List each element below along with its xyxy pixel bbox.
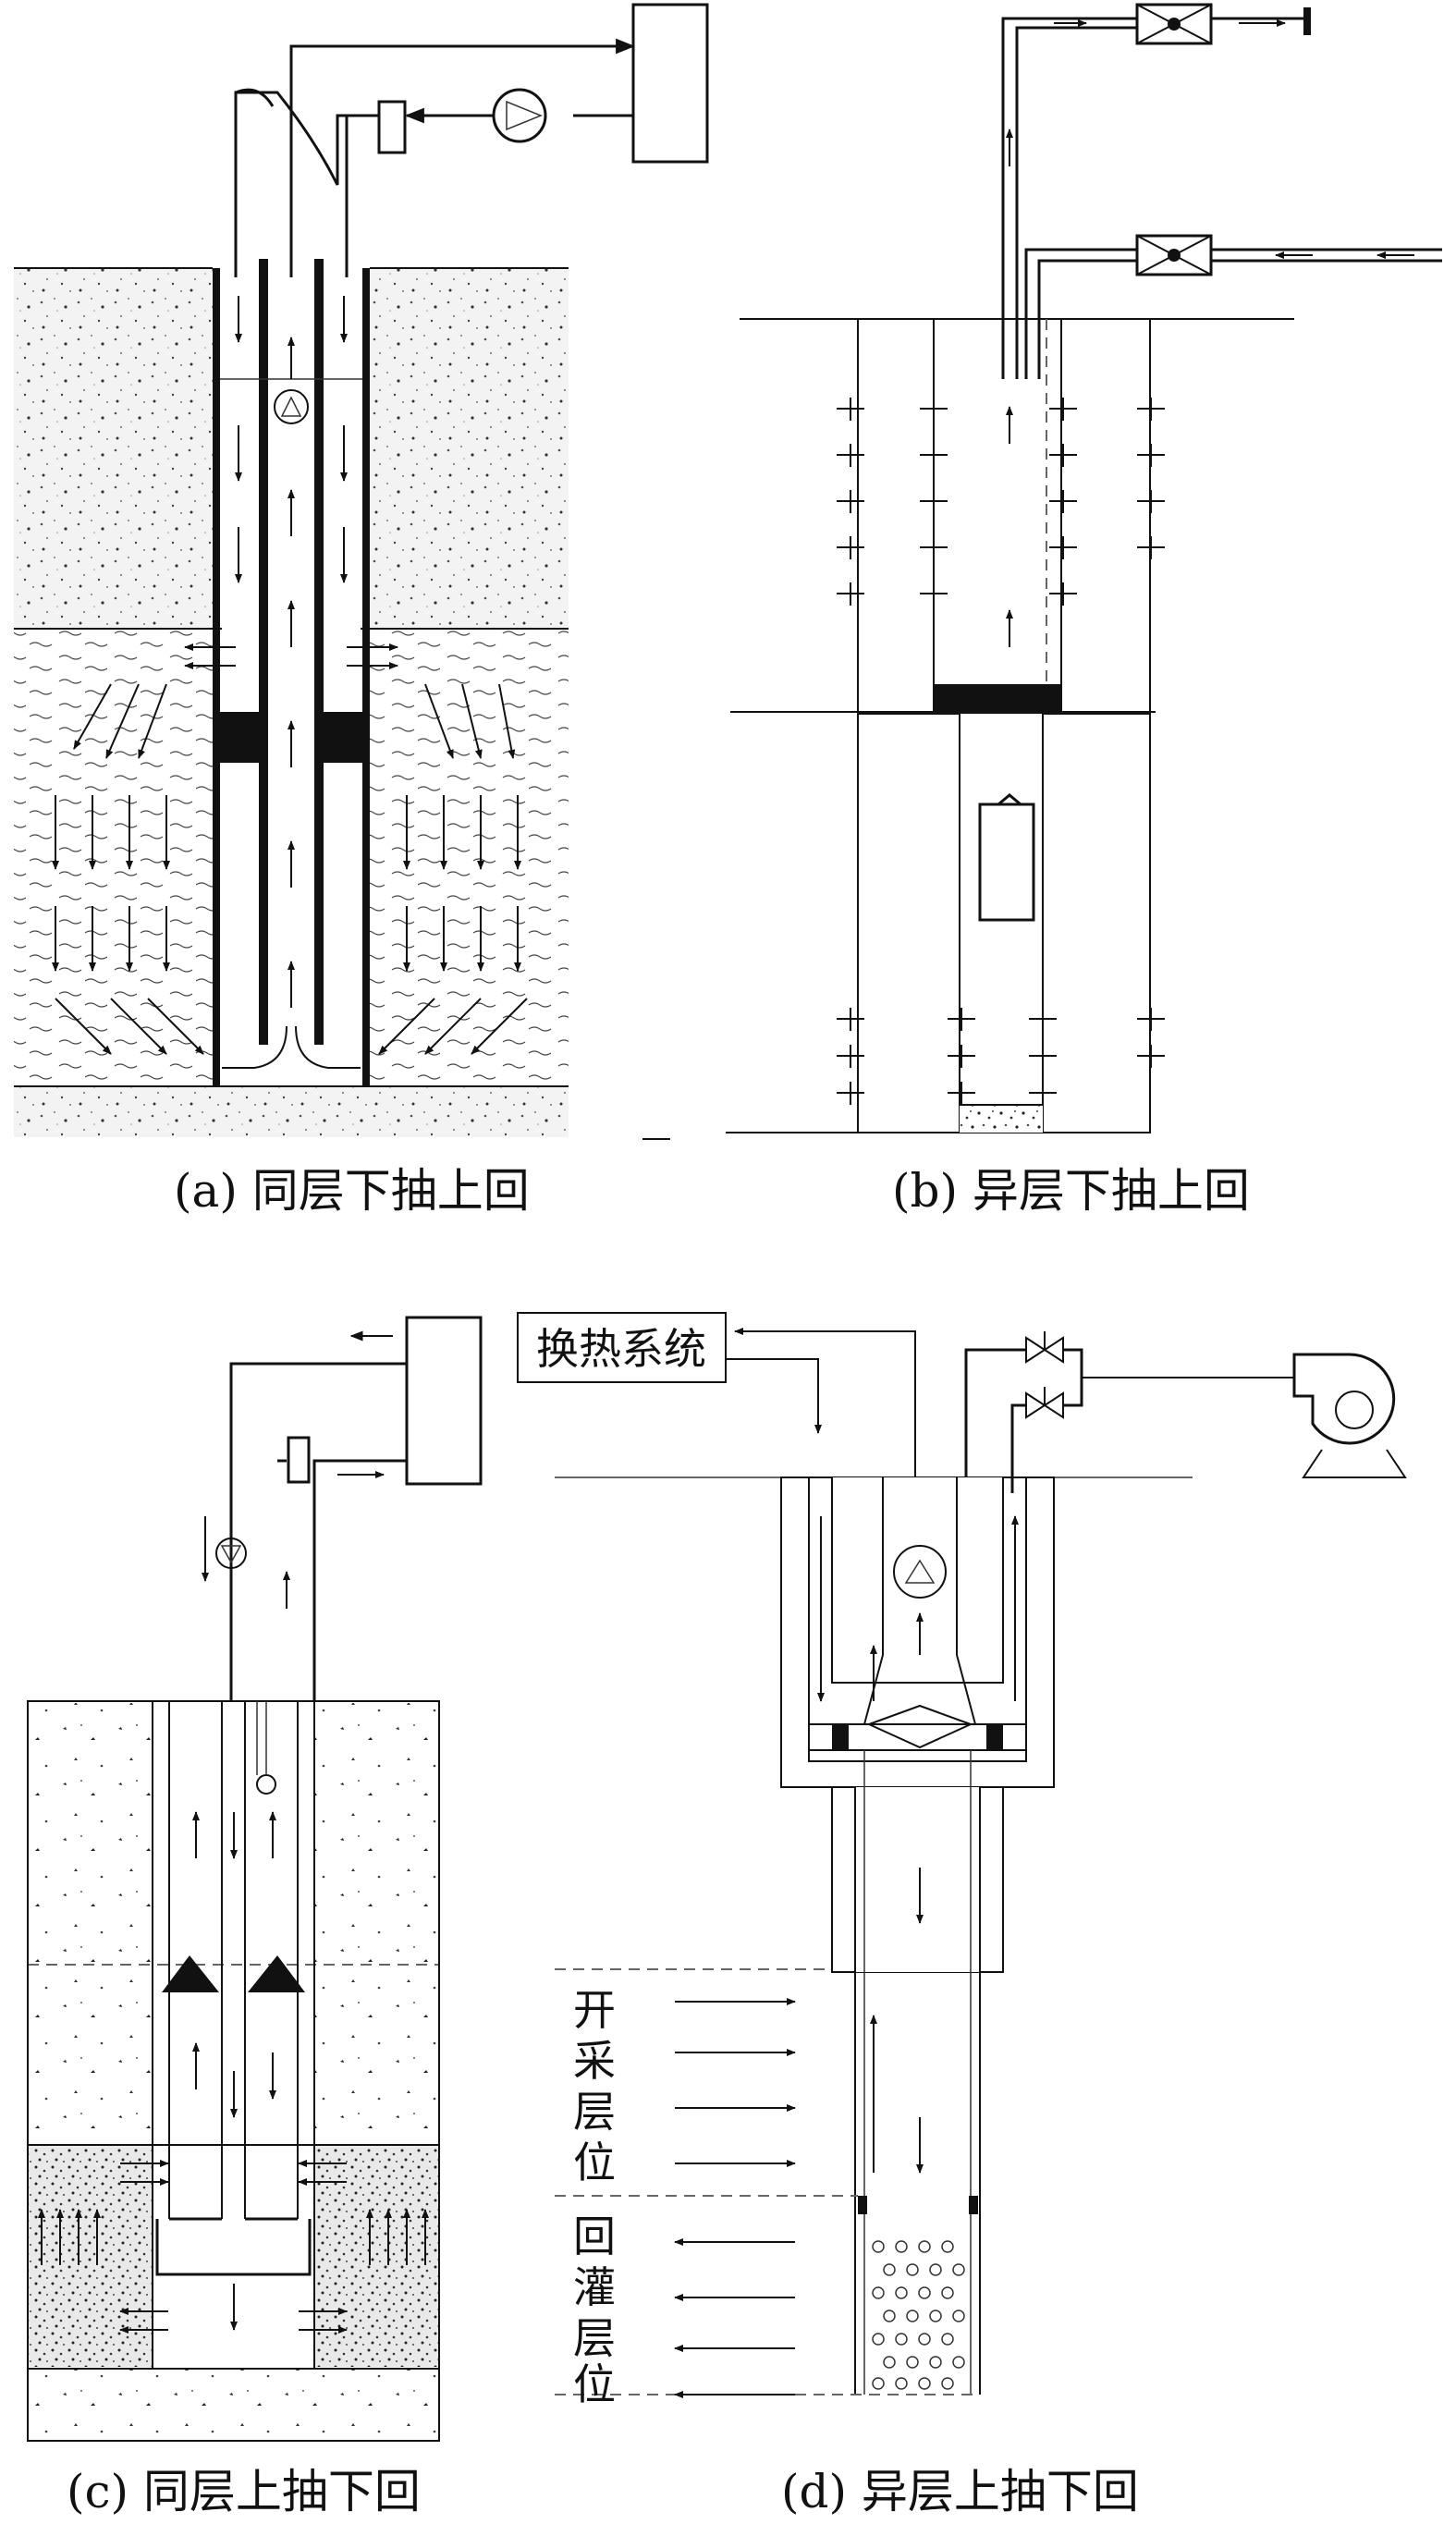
- panel-c: (c) 同层上抽下回: [27, 1316, 483, 2518]
- panel-a-annulus-flow-arrows: [184, 296, 398, 1069]
- svg-text:采: 采: [573, 2036, 616, 2086]
- panel-a-upper-formation-left: [14, 268, 213, 629]
- panel-d: 换热系统: [517, 1312, 1407, 2518]
- panel-a-downhole-pump-icon: [274, 389, 309, 424]
- panel-a-outlet-pipe: [289, 38, 636, 277]
- panel-d-reinjection-zone-label: 回 灌 层 位: [573, 2212, 616, 2409]
- panel-a-casing-left: [213, 268, 220, 1086]
- panel-c-flow-arrows: [38, 1811, 429, 2334]
- panel-d-heat-exchange-label: 换热系统: [536, 1324, 706, 1374]
- panel-a-aquifer-right: [370, 631, 569, 1084]
- panel-b-lower-zone-right: [1042, 713, 1151, 1133]
- panel-d-blower-icon: [1292, 1353, 1407, 1478]
- panel-b-packer: [934, 684, 1061, 714]
- panel-b-submersible-pump-icon: [978, 803, 1035, 922]
- panel-b-upper-zone-right: [1060, 318, 1151, 713]
- panel-c-upper-formation-left: [28, 1703, 153, 2145]
- panel-b-valve-lower-icon: [1135, 234, 1213, 276]
- panel-c-bottom-layer: [28, 2369, 439, 2441]
- panel-a-filter-icon: [377, 100, 407, 154]
- panel-c-aquifer-right: [314, 2145, 439, 2367]
- panel-d-flow-arrows: [674, 1515, 1019, 2398]
- svg-text:层: 层: [573, 2313, 616, 2363]
- panel-a-heat-exchanger-box: [631, 3, 709, 164]
- panel-d-screen-gravel: [867, 2233, 969, 2395]
- panel-a-caption: (a) 同层下抽上回: [174, 1164, 530, 1218]
- panel-b: (b) 异层下抽上回: [726, 3, 1442, 1218]
- panel-b-lower-zone-left: [857, 713, 960, 1133]
- svg-text:位: 位: [573, 2138, 616, 2187]
- panel-c-aquifer-left: [28, 2145, 153, 2367]
- panel-d-production-zone-label: 开 采 层 位: [573, 1985, 616, 2187]
- panel-c-downhole-pump-icon: [256, 1774, 276, 1795]
- panel-a-packer-right: [324, 712, 362, 763]
- panel-b-caption: (b) 异层下抽上回: [892, 1164, 1250, 1218]
- panel-d-heat-exchange-box: [517, 1312, 727, 1383]
- svg-text:开: 开: [573, 1985, 616, 2035]
- panel-c-heat-exchanger-box: [405, 1316, 483, 1486]
- panel-b-screen-markers: [837, 398, 1165, 1105]
- panel-a-aquifer-flow-arrows: [52, 683, 528, 1055]
- svg-text:灌: 灌: [573, 2262, 616, 2312]
- panel-d-caption: (d) 异层上抽下回: [781, 2465, 1139, 2518]
- panel-a-inner-tube-left: [259, 259, 268, 1045]
- panel-c-upper-formation-right: [314, 1703, 439, 2145]
- panel-b-pipe-flow-arrows: [1006, 19, 1414, 647]
- panel-d-valve-icon: [1025, 1331, 1064, 1419]
- panel-c-filter-icon: [287, 1436, 311, 1484]
- panel-a-casing-right: [362, 268, 370, 1086]
- panel-a-upper-formation-right: [370, 268, 569, 629]
- svg-text:层: 层: [573, 2087, 616, 2137]
- panel-a: (a) 同层下抽上回: [14, 3, 709, 1218]
- panel-d-packer: [808, 1723, 1027, 1751]
- panel-d-downhole-pump-icon: [893, 1545, 947, 1599]
- panel-a-bottom-layer: [14, 1086, 569, 1137]
- svg-text:回: 回: [573, 2212, 616, 2261]
- panel-b-valve-upper-icon: [1135, 3, 1213, 45]
- panel-a-aquifer-left: [14, 631, 213, 1084]
- svg-text:位: 位: [573, 2359, 616, 2409]
- panel-b-pipe-cap: [1303, 7, 1311, 35]
- panel-c-packer-left: [162, 1955, 219, 1992]
- panel-a-packer-left: [220, 712, 259, 763]
- panel-b-upper-zone-left: [857, 318, 935, 713]
- panel-a-surface-pump-icon: [492, 88, 547, 143]
- panel-c-packer-right: [248, 1955, 305, 1992]
- panel-c-caption: (c) 同层上抽下回: [67, 2465, 421, 2518]
- panel-a-inner-tube-right: [314, 259, 324, 1045]
- panel-c-surface-pump-icon: [215, 1538, 247, 1569]
